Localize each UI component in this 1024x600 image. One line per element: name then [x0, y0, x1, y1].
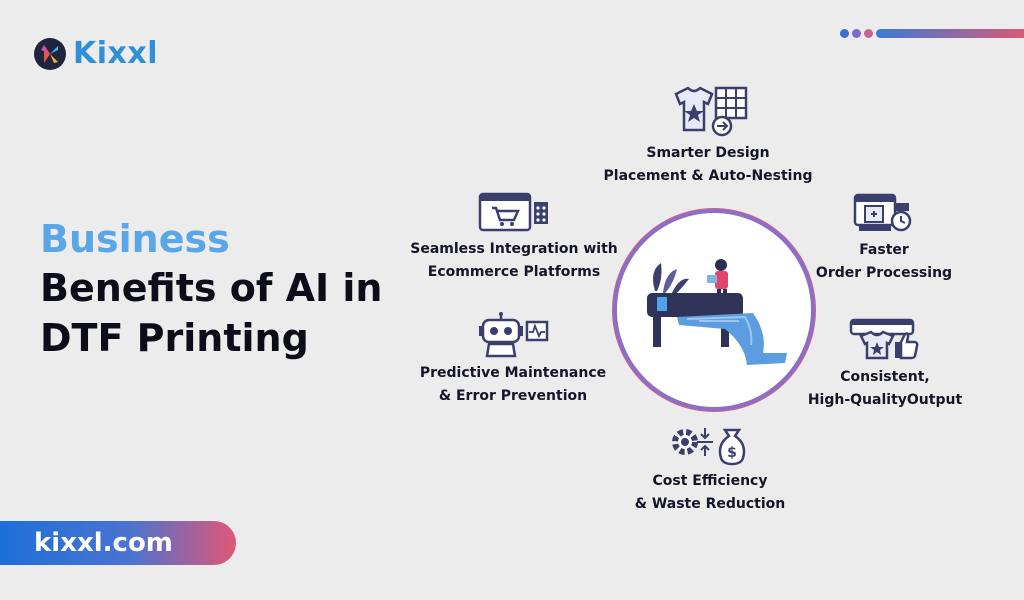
benefit-faster-order-line2: Order Processing	[815, 265, 953, 281]
benefit-consistent-output-line2: High-QualityOutput	[807, 392, 963, 408]
benefit-smarter-design-line2: Placement & Auto-Nesting	[603, 168, 813, 184]
benefit-faster-order: Faster Order Processing	[808, 191, 960, 285]
browser-cart-icon	[478, 192, 548, 232]
benefit-seamless-integration-line2: Ecommerce Platforms	[427, 264, 601, 280]
decorative-bar	[840, 29, 1024, 38]
brand-logo: Kixxl	[33, 36, 158, 71]
page-title: Business Benefits of AI in DTF Printing	[40, 215, 382, 363]
headline-line-1: Business	[40, 217, 230, 261]
kixxl-logo-icon	[34, 37, 66, 70]
benefit-predictive-maintenance-line2: & Error Prevention	[438, 388, 588, 404]
benefit-consistent-output-line1: Consistent,	[840, 369, 930, 385]
gear-money-bag-icon: $	[672, 428, 746, 466]
printer-clock-icon	[853, 193, 912, 232]
printer-tshirt-thumb-icon	[849, 318, 919, 360]
benefit-seamless-integration-line1: Seamless Integration with	[410, 241, 618, 257]
brand-name: Kixxl	[73, 36, 159, 71]
robot-monitor-icon	[479, 312, 549, 358]
benefit-consistent-output: Consistent, High-QualityOutput	[800, 316, 970, 412]
website-link[interactable]: kixxl.com	[34, 528, 173, 558]
benefit-seamless-integration: Seamless Integration with Ecommerce Plat…	[408, 192, 620, 284]
svg-text:$: $	[727, 445, 737, 461]
center-illustration	[617, 213, 811, 407]
headline-line-2: Benefits of AI in	[40, 266, 383, 310]
dtf-printer-illustration	[647, 259, 787, 365]
headline-line-3: DTF Printing	[40, 316, 309, 360]
benefit-cost-efficiency: $ Cost Efficiency & Waste Reduction	[618, 420, 802, 516]
benefit-cost-efficiency-line1: Cost Efficiency	[652, 473, 768, 489]
benefit-faster-order-line1: Faster	[859, 242, 909, 258]
tshirt-grid-icon	[674, 86, 748, 137]
website-banner[interactable]: kixxl.com	[0, 521, 236, 565]
benefit-predictive-maintenance: Predictive Maintenance & Error Preventio…	[410, 312, 616, 408]
benefit-smarter-design-line1: Smarter Design	[646, 145, 770, 161]
benefit-smarter-design: Smarter Design Placement & Auto-Nesting	[600, 84, 816, 188]
benefit-predictive-maintenance-line1: Predictive Maintenance	[419, 365, 607, 381]
benefit-cost-efficiency-line2: & Waste Reduction	[634, 496, 786, 512]
